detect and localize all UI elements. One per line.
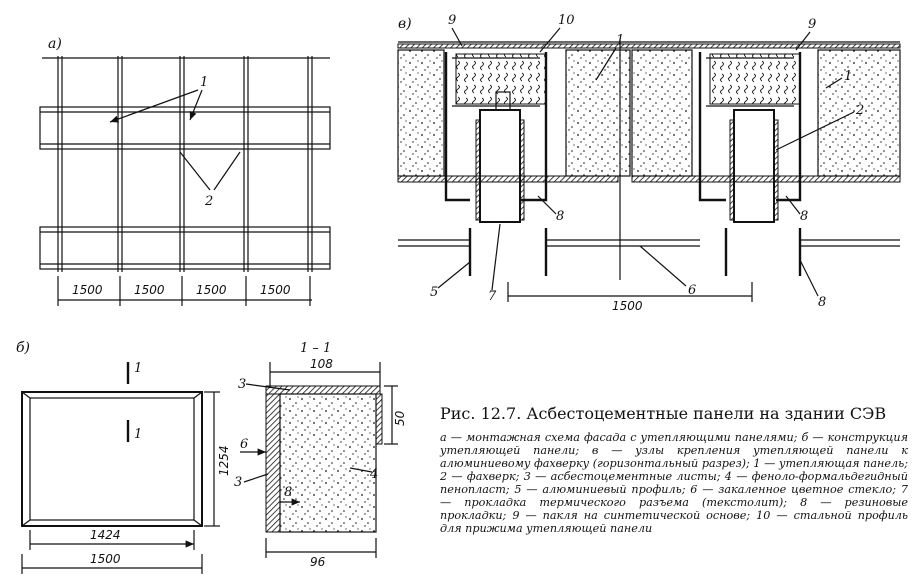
callout-v-7: 7 (488, 289, 497, 304)
dim-a-1: 1500 (72, 283, 103, 297)
dim-section-side: 50 (393, 410, 407, 426)
callout-v-8-right: 8 (818, 295, 826, 310)
callout-v-9-left: 9 (448, 13, 456, 28)
sec-label-8: 8 (284, 485, 292, 500)
figure-caption: Рис. 12.7. Асбестоцементные панели на зд… (440, 404, 908, 535)
callout-v-10: 10 (558, 13, 575, 28)
sec-label-4: 4 (369, 467, 378, 482)
facade-scheme-a: а) 1 2 (39, 36, 331, 306)
dim-a-2: 1500 (134, 283, 165, 297)
callout-v-6: 6 (688, 283, 696, 298)
section-mark-top: 1 (134, 361, 142, 376)
panel-construction-b: б) 1 1 1254 1424 1500 (16, 340, 231, 574)
dim-section-bottom: 96 (310, 555, 326, 569)
dim-section-top: 108 (310, 357, 333, 371)
sec-label-3-top: 3 (238, 377, 246, 392)
callout-v-2: 2 (855, 103, 864, 118)
panel-b-label: б) (16, 340, 30, 356)
dimension-row-a: 1500 1500 1500 1500 (57, 276, 312, 306)
callout-v-8-left: 8 (556, 209, 564, 224)
panel-row-upper (39, 106, 331, 150)
callout-2: 2 (204, 194, 213, 209)
callout-v-1-left: 1 (616, 33, 624, 48)
dim-a-4: 1500 (260, 283, 291, 297)
sec-label-6: 6 (240, 437, 248, 452)
section-title: 1 – 1 (300, 341, 331, 356)
sec-label-3-side: 3 (234, 475, 242, 490)
panel-a-label: а) (48, 36, 62, 52)
dim-b-inner: 1424 (90, 528, 121, 542)
section-1-1: 1 – 1 108 50 3 6 3 8 4 96 (234, 341, 407, 569)
caption-text: а — монтажная схема фасада с утепляющими… (440, 431, 908, 535)
dim-a-3: 1500 (196, 283, 227, 297)
callout-v-9-right: 9 (808, 17, 816, 32)
dim-b-outer: 1500 (90, 552, 121, 566)
section-mark-bottom: 1 (134, 427, 142, 442)
callout-v-8-mid: 8 (800, 209, 808, 224)
callout-1: 1 (200, 75, 208, 90)
dim-v: 1500 (612, 299, 643, 313)
callout-v-1-right: 1 (844, 69, 852, 84)
panel-row-lower (39, 226, 331, 270)
mullions (42, 56, 330, 272)
mounting-nodes-v: в) 9 10 (397, 13, 901, 313)
callout-v-5: 5 (430, 285, 438, 300)
dim-b-height: 1254 (217, 445, 231, 476)
panel-v-label: в) (398, 16, 412, 32)
caption-title: Рис. 12.7. Асбестоцементные панели на зд… (440, 404, 887, 423)
